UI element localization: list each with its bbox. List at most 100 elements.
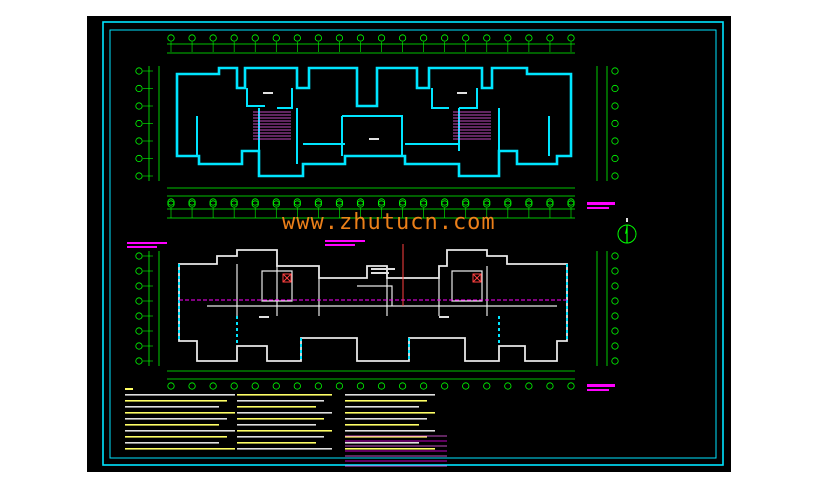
grid-bubble bbox=[398, 34, 407, 42]
note-line bbox=[125, 442, 219, 444]
axis-bubble bbox=[135, 357, 143, 365]
axis-bubble bbox=[611, 357, 619, 365]
note-line bbox=[237, 400, 324, 402]
grid-bubble bbox=[251, 34, 259, 42]
grid-bubble bbox=[567, 198, 575, 206]
grid-bubble bbox=[441, 198, 449, 206]
grid-bubble bbox=[314, 382, 322, 390]
axis-bubble bbox=[135, 172, 143, 180]
note-line bbox=[237, 436, 324, 438]
note-line bbox=[345, 430, 435, 432]
upper-floor-plan bbox=[135, 34, 619, 209]
grid-bubble bbox=[209, 198, 217, 206]
axis-bubble bbox=[135, 297, 143, 305]
note-line bbox=[125, 418, 227, 420]
grid-bubble bbox=[335, 382, 344, 390]
grid-bubble bbox=[188, 382, 196, 390]
axis-bubble bbox=[611, 172, 619, 180]
note-line bbox=[345, 424, 419, 426]
grid-bubble bbox=[567, 34, 575, 42]
grid-bubble bbox=[272, 34, 280, 42]
axis-bubble bbox=[611, 342, 619, 350]
note-line bbox=[345, 436, 427, 438]
grid-bubble bbox=[462, 382, 470, 390]
grid-bubble bbox=[462, 34, 470, 42]
note-line bbox=[345, 412, 435, 414]
axis-bubble bbox=[135, 312, 143, 320]
note-line bbox=[125, 430, 235, 432]
axis-bubble bbox=[135, 342, 143, 350]
grid-bubble bbox=[483, 382, 491, 390]
drawing-border-outer bbox=[102, 21, 724, 466]
axis-bubble bbox=[611, 312, 619, 320]
grid-bubble bbox=[483, 200, 491, 208]
grid-bubble bbox=[251, 382, 259, 390]
axis-bubble bbox=[135, 154, 143, 163]
grid-bubble bbox=[251, 198, 259, 206]
grid-bubble bbox=[398, 198, 407, 206]
axis-bubble bbox=[135, 282, 143, 290]
note-line bbox=[125, 448, 235, 450]
grid-bubble bbox=[377, 198, 386, 206]
grid-bubble bbox=[356, 198, 365, 206]
note-line bbox=[345, 406, 419, 408]
note-line bbox=[237, 394, 332, 396]
axis-bubble bbox=[135, 267, 143, 275]
axis-bubble bbox=[611, 67, 619, 75]
floor-plan-drawing bbox=[102, 21, 724, 467]
grid-bubble bbox=[567, 382, 575, 390]
grid-bubble bbox=[188, 198, 196, 206]
grid-bubble bbox=[167, 34, 175, 42]
axis-bubble bbox=[135, 102, 143, 110]
grid-bubble bbox=[546, 198, 554, 206]
grid-bubble bbox=[420, 200, 428, 208]
note-line bbox=[125, 412, 235, 414]
upper-plan-walls bbox=[175, 66, 573, 178]
grid-bubble bbox=[356, 200, 365, 208]
note-line bbox=[237, 442, 316, 444]
axis-bubble bbox=[611, 119, 619, 128]
grid-bubble bbox=[377, 34, 386, 42]
grid-bubble bbox=[188, 200, 196, 208]
note-line bbox=[345, 400, 427, 402]
grid-bubble bbox=[420, 198, 428, 206]
grid-bubble bbox=[293, 34, 301, 42]
grid-bubble bbox=[167, 200, 175, 208]
axis-bubble bbox=[135, 137, 143, 145]
cad-drawing-sheet: www.zhutucn.com bbox=[87, 16, 731, 472]
grid-bubble bbox=[251, 200, 259, 208]
note-line bbox=[125, 394, 235, 396]
note-line bbox=[125, 406, 219, 408]
drawing-border-inner bbox=[109, 29, 717, 459]
grid-bubble bbox=[420, 34, 428, 42]
grid-bubble bbox=[525, 34, 533, 42]
grid-bubble bbox=[167, 382, 175, 390]
axis-bubble bbox=[611, 84, 619, 93]
axis-bubble bbox=[611, 137, 619, 145]
note-line bbox=[345, 418, 427, 420]
grid-bubble bbox=[441, 34, 449, 42]
grid-bubble bbox=[377, 382, 386, 390]
grid-bubble bbox=[230, 34, 238, 42]
grid-bubble bbox=[398, 200, 407, 208]
grid-bubble bbox=[209, 34, 217, 42]
grid-bubble bbox=[483, 34, 491, 42]
grid-bubble bbox=[420, 382, 428, 390]
grid-bubble bbox=[230, 382, 238, 390]
axis-bubble bbox=[135, 84, 143, 93]
grid-bubble bbox=[525, 200, 533, 208]
grid-bubble bbox=[356, 34, 365, 42]
grid-bubble bbox=[377, 200, 386, 208]
grid-bubble bbox=[335, 198, 344, 206]
axis-bubble bbox=[135, 119, 143, 128]
lower-floor-plan bbox=[127, 200, 619, 391]
note-line bbox=[125, 436, 227, 438]
lower-plan-walls bbox=[178, 249, 568, 362]
grid-bubble bbox=[272, 200, 280, 208]
axis-bubble bbox=[611, 252, 619, 260]
axis-bubble bbox=[135, 327, 143, 335]
grid-bubble bbox=[546, 200, 554, 208]
axis-bubble bbox=[611, 297, 619, 305]
grid-bubble bbox=[483, 198, 491, 206]
grid-bubble bbox=[293, 198, 301, 206]
